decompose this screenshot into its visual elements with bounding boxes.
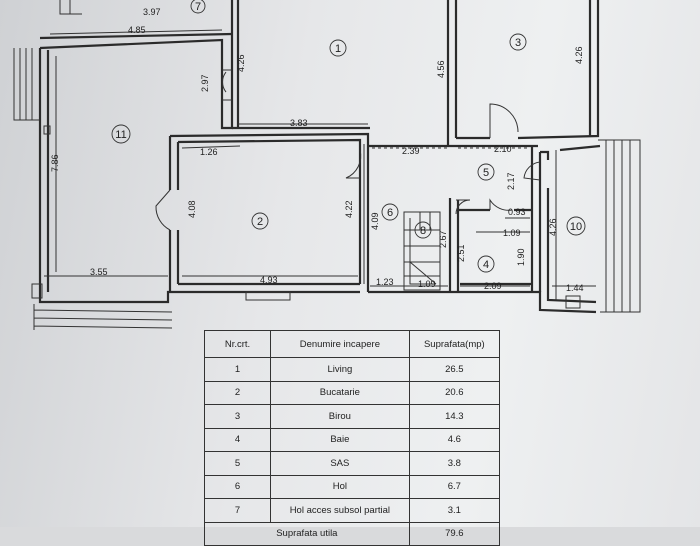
floor-plan: 3.97 4.85 4.26 2.97 4.56 4.26 7.86 3.83 … bbox=[13, 0, 641, 330]
dim-label: 4.85 bbox=[128, 25, 146, 35]
dim-label: 4.26 bbox=[574, 46, 584, 64]
cell-nr: 1 bbox=[203, 357, 272, 382]
room-marker-8: 8 bbox=[420, 225, 426, 237]
cell-nr: 7 bbox=[203, 498, 272, 523]
dim-label: 3.97 bbox=[143, 7, 161, 17]
cell-name: Baie bbox=[270, 427, 410, 452]
cell-name: SAS bbox=[270, 451, 410, 476]
room-marker-1: 1 bbox=[335, 43, 341, 55]
total-label: Suprafata utila bbox=[204, 521, 410, 546]
dim-label: 1.23 bbox=[376, 277, 394, 287]
dim-label: 1.09 bbox=[418, 279, 436, 289]
header-area: Suprafata(mp) bbox=[408, 330, 501, 358]
cell-name: Hol acces subsol partial bbox=[270, 498, 410, 523]
cell-area: 3.1 bbox=[408, 498, 501, 523]
dim-label: 2.51 bbox=[456, 244, 466, 262]
dimension-labels: 3.97 4.85 4.26 2.97 4.56 4.26 7.86 3.83 … bbox=[50, 7, 584, 293]
cell-nr: 6 bbox=[203, 474, 272, 499]
dim-label: 4.09 bbox=[370, 212, 380, 230]
dim-label: 2.09 bbox=[484, 281, 502, 291]
dim-label: 1.26 bbox=[200, 147, 218, 157]
doors bbox=[155, 69, 541, 231]
dim-label: 2.17 bbox=[506, 172, 516, 190]
dim-label: 4.26 bbox=[236, 54, 246, 72]
cell-name: Hol bbox=[270, 474, 410, 499]
room-marker-7: 7 bbox=[195, 1, 201, 13]
dim-label: 2.39 bbox=[402, 146, 420, 156]
dim-label: 4.26 bbox=[548, 218, 558, 236]
stair bbox=[403, 211, 441, 291]
room-marker-5: 5 bbox=[483, 167, 489, 179]
dim-label: 3.55 bbox=[90, 267, 108, 277]
dim-label: 1.90 bbox=[516, 248, 526, 266]
dim-label: 4.22 bbox=[344, 200, 354, 218]
table-row: 2 Bucatarie 20.6 bbox=[203, 380, 501, 405]
dimension-lines bbox=[44, 29, 596, 287]
room-marker-11: 11 bbox=[115, 129, 126, 141]
cell-area: 26.5 bbox=[408, 357, 501, 382]
cell-area: 6.7 bbox=[408, 474, 501, 499]
cell-nr: 2 bbox=[203, 380, 272, 405]
room-marker-6: 6 bbox=[387, 207, 393, 219]
room-markers: 1 2 3 4 5 6 7 8 10 11 bbox=[111, 0, 586, 273]
dim-label: 0.93 bbox=[508, 207, 526, 217]
room-marker-2: 2 bbox=[257, 216, 263, 228]
cell-name: Bucatarie bbox=[270, 380, 410, 405]
table-total-row: Suprafata utila 79.6 bbox=[204, 521, 501, 546]
dim-label: 2.10 bbox=[494, 144, 512, 154]
dim-label: 2.67 bbox=[438, 230, 448, 248]
header-name: Denumire incapere bbox=[270, 330, 410, 358]
cell-nr: 5 bbox=[203, 451, 272, 476]
table-header-row: Nr.crt. Denumire incapere Suprafata(mp) bbox=[203, 330, 501, 358]
cell-area: 4.6 bbox=[408, 427, 501, 452]
table-row: 3 Birou 14.3 bbox=[203, 404, 501, 429]
cell-name: Birou bbox=[270, 404, 410, 429]
cell-area: 14.3 bbox=[408, 404, 501, 429]
dim-label: 1.44 bbox=[566, 283, 584, 293]
dim-label: 4.56 bbox=[436, 60, 446, 78]
room-marker-4: 4 bbox=[483, 259, 489, 271]
header-nr: Nr.crt. bbox=[203, 330, 272, 358]
table-row: 5 SAS 3.8 bbox=[203, 451, 501, 476]
cell-area: 3.8 bbox=[408, 451, 501, 476]
room-marker-10: 10 bbox=[570, 221, 582, 233]
dim-label: 7.86 bbox=[50, 154, 60, 172]
total-value: 79.6 bbox=[408, 521, 501, 546]
cell-nr: 3 bbox=[203, 404, 272, 429]
table-row: 7 Hol acces subsol partial 3.1 bbox=[203, 498, 501, 523]
dim-label: 3.83 bbox=[290, 118, 308, 128]
dim-label: 4.93 bbox=[260, 275, 278, 285]
cell-area: 20.6 bbox=[408, 380, 501, 405]
room-marker-3: 3 bbox=[515, 37, 521, 49]
cell-name: Living bbox=[270, 357, 410, 382]
terraces bbox=[13, 0, 641, 330]
dim-label: 1.09 bbox=[503, 228, 521, 238]
dim-label: 4.08 bbox=[187, 200, 197, 218]
cell-nr: 4 bbox=[203, 427, 272, 452]
room-area-table: Nr.crt. Denumire incapere Suprafata(mp) … bbox=[203, 330, 501, 546]
table-row: 6 Hol 6.7 bbox=[203, 474, 501, 499]
table-row: 1 Living 26.5 bbox=[203, 357, 501, 382]
table-row: 4 Baie 4.6 bbox=[203, 427, 501, 452]
dim-label: 2.97 bbox=[200, 74, 210, 92]
